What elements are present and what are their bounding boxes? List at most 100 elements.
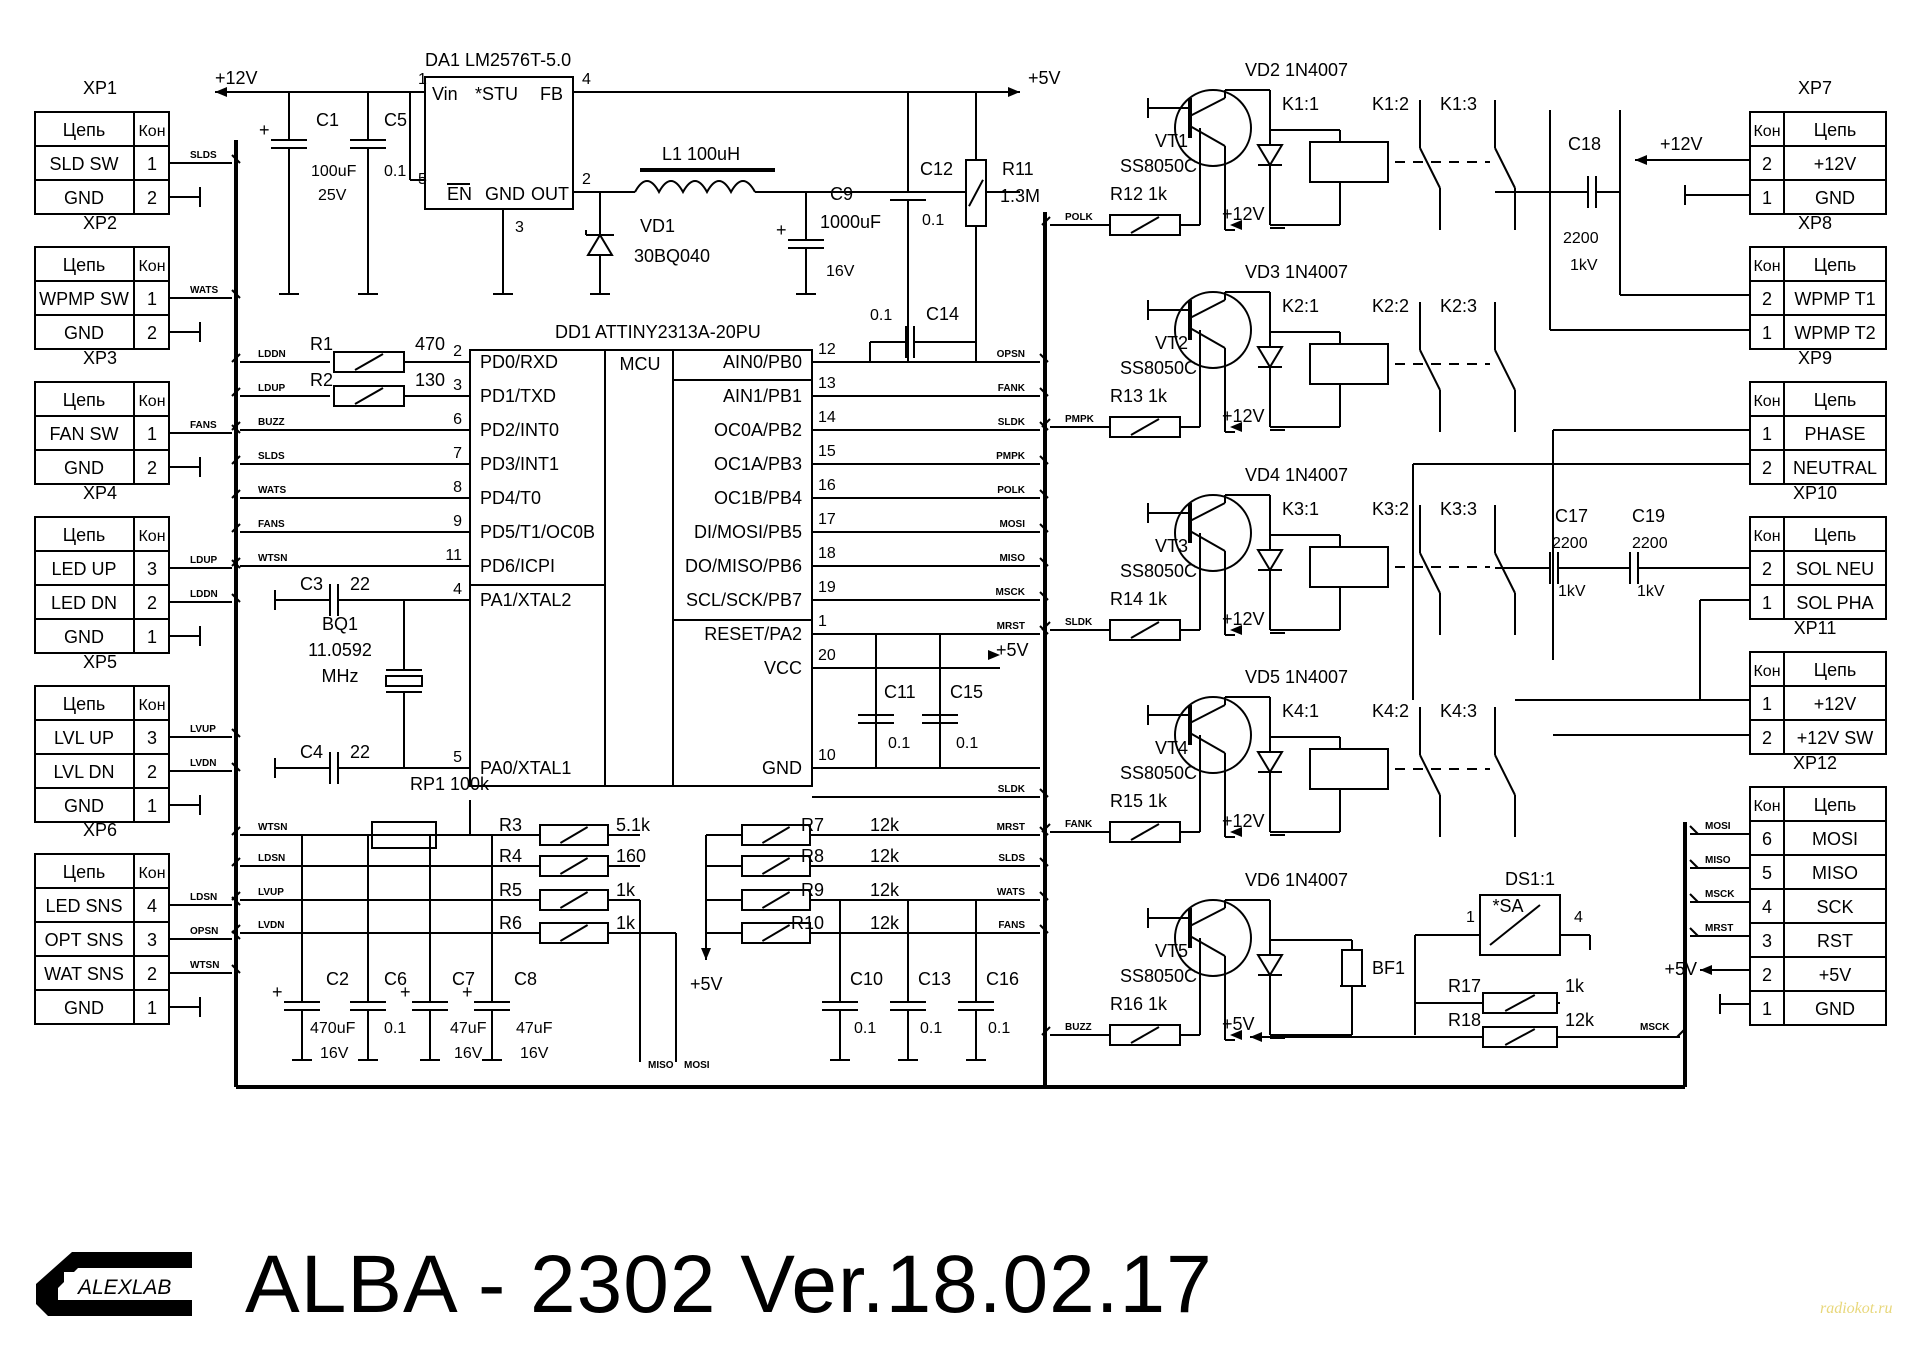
cap-voltage: 16V <box>454 1045 483 1062</box>
net-label: WTSN <box>190 960 219 971</box>
net-label: FANS <box>190 420 217 431</box>
net-label: MRST <box>997 621 1025 632</box>
reg-pin-en: EN <box>447 184 472 204</box>
connector-xp5-title: XP5 <box>83 652 117 672</box>
diode-vd6 <box>1256 954 1284 977</box>
mcu-pin-number: 19 <box>818 579 836 596</box>
net-label: MSCK <box>996 587 1026 598</box>
table-cell-pin: 2 <box>1762 458 1772 478</box>
transistor-part: SS8050C <box>1120 561 1197 581</box>
bus-entry <box>231 387 241 397</box>
table-cell-pin: 3 <box>147 559 157 579</box>
net-label: LDSN <box>258 853 285 864</box>
table-header-circuit: Цепь <box>1814 120 1856 140</box>
table-cell-pin: 1 <box>1762 593 1772 613</box>
table-header-pin: Кон <box>138 123 165 140</box>
cap-value: 22 <box>350 574 370 594</box>
resistor-slash <box>1130 418 1160 436</box>
res-ref: R8 <box>801 846 824 866</box>
table-cell-pin: 2 <box>1762 289 1772 309</box>
res-ref: R7 <box>801 815 824 835</box>
res-value: 1.3M <box>1000 186 1040 206</box>
cap-ref: C12 <box>920 159 953 179</box>
table-cell-pin: 1 <box>1762 323 1772 343</box>
mcu-pin-pa0-xtal1: PA0/XTAL1 <box>480 758 571 778</box>
relay-coil-k31 <box>1309 546 1389 588</box>
res-ref: R9 <box>801 880 824 900</box>
switch-label: *SA <box>1492 896 1523 916</box>
table-cell-pin: 2 <box>147 188 157 208</box>
connector-xp3-title: XP3 <box>83 348 117 368</box>
cap-value: 0.1 <box>920 1020 942 1037</box>
mcu-pin-do-miso-pb6: DO/MISO/PB6 <box>685 556 802 576</box>
table-cell-pin: 1 <box>1762 999 1772 1019</box>
resistor-slash <box>968 179 984 207</box>
logo-text: ALEXLAB <box>78 1276 172 1299</box>
arrow-right <box>1008 87 1020 97</box>
table-cell-circuit: PHASE <box>1804 424 1865 444</box>
bus-entry <box>1689 859 1699 869</box>
cap-ref: C3 <box>300 574 323 594</box>
net-label: SLDK <box>998 784 1026 795</box>
table-header-circuit: Цепь <box>63 862 105 882</box>
res-ref: R1 <box>310 334 333 354</box>
resistor-slash <box>354 353 384 371</box>
table-header-circuit: Цепь <box>63 694 105 714</box>
resistor-slash <box>1130 1026 1160 1044</box>
crystal-value: 11.0592 <box>308 640 372 660</box>
diode-ref: VD1 <box>640 216 675 236</box>
crystal-unit: MHz <box>322 666 359 686</box>
table-cell-circuit: GND <box>64 458 104 478</box>
wire <box>1419 349 1441 391</box>
mcu-pin-number: 18 <box>818 545 836 562</box>
net-label: MISO <box>999 553 1025 564</box>
wire <box>1189 299 1226 319</box>
resistor-slash <box>1130 216 1160 234</box>
resistor-slash <box>1130 823 1160 841</box>
table-cell-circuit: GND <box>64 323 104 343</box>
wire <box>1189 704 1226 724</box>
bus-entry <box>1041 418 1051 428</box>
transistor-ref: VT2 <box>1155 333 1188 353</box>
table-cell-pin: 2 <box>147 593 157 613</box>
net-label: SLDS <box>258 451 285 462</box>
table-cell-pin: 2 <box>1762 559 1772 579</box>
mcu-pin-number: 3 <box>453 377 462 394</box>
reg-pin-vin: Vin <box>432 84 458 104</box>
arrow-right <box>988 650 1000 660</box>
cap-ref: C1 <box>316 110 339 130</box>
wire <box>1419 552 1441 594</box>
switch-pin: 4 <box>1574 909 1583 926</box>
net-label: MISO <box>1705 855 1731 866</box>
connector-xp9-title: XP9 <box>1798 348 1832 368</box>
connector-xp2 <box>34 246 170 350</box>
diode-vd3 <box>1256 346 1284 369</box>
diode-label: VD6 1N4007 <box>1245 870 1348 890</box>
connector-xp8-title: XP8 <box>1798 213 1832 233</box>
bus-entry <box>1039 523 1049 533</box>
net-label: MSCK <box>1640 1022 1670 1033</box>
mcu-pin-oc0a-pb2: OC0A/PB2 <box>714 420 802 440</box>
transistor-ref: VT5 <box>1155 941 1188 961</box>
cap-value: 0.1 <box>956 735 978 752</box>
cap-ref: C6 <box>384 969 407 989</box>
table-cell-circuit: GND <box>1815 188 1855 208</box>
cap-plus: + <box>462 982 473 1002</box>
diode-label: VD3 1N4007 <box>1245 262 1348 282</box>
arrow-down <box>701 948 711 960</box>
arrow-left <box>1230 827 1242 837</box>
net-label: POLK <box>1065 212 1094 223</box>
table-cell-pin: 1 <box>147 424 157 444</box>
transistor-vt1 <box>1174 89 1252 167</box>
relay-contact-label: K2:2 <box>1372 296 1409 316</box>
watermark: radiokot.ru <box>1820 1300 1893 1317</box>
net-label: +5V <box>996 640 1029 660</box>
resistor-label: R14 1k <box>1110 589 1168 609</box>
bus-entry <box>1039 891 1049 901</box>
wire <box>1189 935 1226 957</box>
table-cell-circuit: RST <box>1817 931 1853 951</box>
table-cell-circuit: LVL DN <box>53 762 114 782</box>
wire <box>1189 327 1226 349</box>
wire <box>1494 552 1516 594</box>
table-cell-circuit: SCK <box>1816 897 1853 917</box>
